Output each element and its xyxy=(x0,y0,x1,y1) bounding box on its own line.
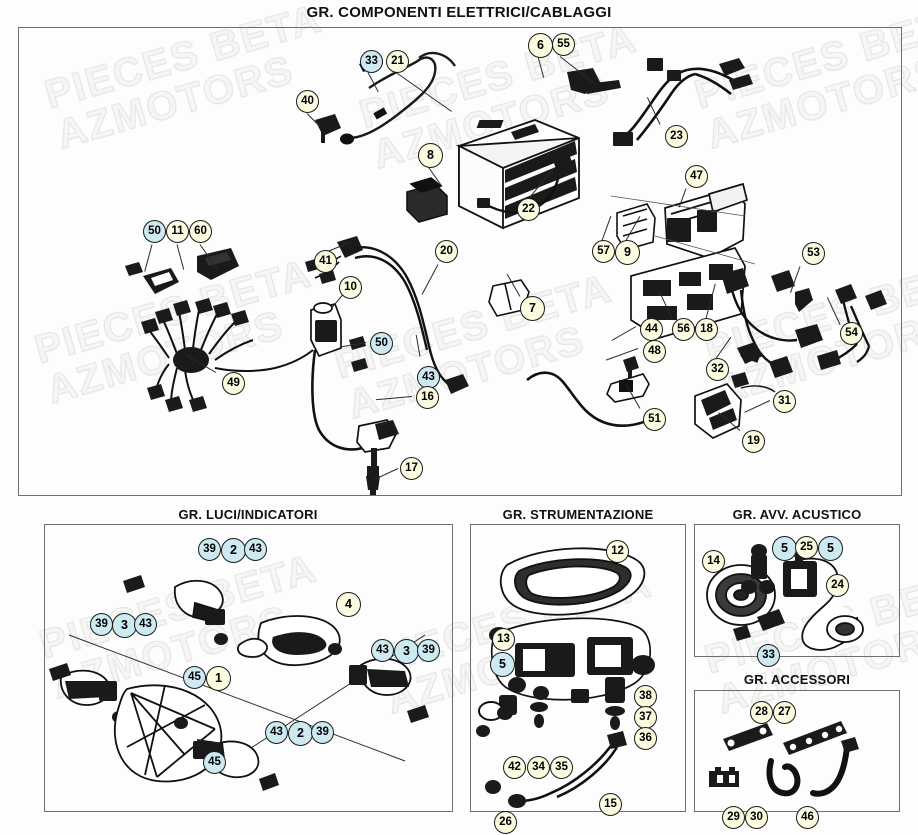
callout-46[interactable]: 46 xyxy=(796,806,819,829)
callout-6[interactable]: 6 xyxy=(528,33,553,58)
callout-41[interactable]: 41 xyxy=(314,250,337,273)
callout-19[interactable]: 19 xyxy=(742,430,765,453)
panel-accessori xyxy=(694,690,900,812)
callout-39[interactable]: 39 xyxy=(198,538,221,561)
callout-26[interactable]: 26 xyxy=(494,811,517,834)
callout-43[interactable]: 43 xyxy=(244,538,267,561)
callout-49[interactable]: 49 xyxy=(222,372,245,395)
callout-4[interactable]: 4 xyxy=(336,592,361,617)
callout-39[interactable]: 39 xyxy=(417,639,440,662)
callout-42[interactable]: 42 xyxy=(503,756,526,779)
callout-11[interactable]: 11 xyxy=(166,220,189,243)
callout-47[interactable]: 47 xyxy=(685,165,708,188)
callout-21[interactable]: 21 xyxy=(386,50,409,73)
callout-43[interactable]: 43 xyxy=(134,613,157,636)
callout-32[interactable]: 32 xyxy=(706,358,729,381)
callout-39[interactable]: 39 xyxy=(311,721,334,744)
callout-18[interactable]: 18 xyxy=(695,318,718,341)
callout-48[interactable]: 48 xyxy=(643,340,666,363)
callout-2[interactable]: 2 xyxy=(288,721,313,746)
callout-5[interactable]: 5 xyxy=(772,536,797,561)
callout-33[interactable]: 33 xyxy=(757,644,780,667)
callout-17[interactable]: 17 xyxy=(400,457,423,480)
callout-10[interactable]: 10 xyxy=(339,276,362,299)
callout-40[interactable]: 40 xyxy=(296,90,319,113)
callout-3[interactable]: 3 xyxy=(112,613,137,638)
panel-title-acustico: GR. AVV. ACUSTICO xyxy=(732,507,862,522)
callout-12[interactable]: 12 xyxy=(606,540,629,563)
callout-27[interactable]: 27 xyxy=(773,701,796,724)
callout-2[interactable]: 2 xyxy=(221,538,246,563)
elettrici-artwork xyxy=(125,51,887,495)
callout-14[interactable]: 14 xyxy=(702,550,725,573)
callout-51[interactable]: 51 xyxy=(643,408,666,431)
panel-avv-acustico xyxy=(694,524,900,657)
callout-53[interactable]: 53 xyxy=(802,242,825,265)
callout-55[interactable]: 55 xyxy=(552,33,575,56)
callout-24[interactable]: 24 xyxy=(826,574,849,597)
callout-45[interactable]: 45 xyxy=(203,751,226,774)
callout-7[interactable]: 7 xyxy=(520,296,545,321)
callout-29[interactable]: 29 xyxy=(722,806,745,829)
callout-44[interactable]: 44 xyxy=(640,318,663,341)
panel-title-accessori: GR. ACCESSORI xyxy=(743,672,851,687)
callout-15[interactable]: 15 xyxy=(599,793,622,816)
acustico-artwork xyxy=(706,544,864,651)
callout-33[interactable]: 33 xyxy=(360,50,383,73)
callout-45[interactable]: 45 xyxy=(183,666,206,689)
callout-25[interactable]: 25 xyxy=(795,536,818,559)
callout-50[interactable]: 50 xyxy=(370,332,393,355)
panel-luci-indicatori xyxy=(44,524,453,812)
callout-36[interactable]: 36 xyxy=(634,727,657,750)
callout-54[interactable]: 54 xyxy=(840,322,863,345)
luci-artwork xyxy=(49,575,429,791)
callout-56[interactable]: 56 xyxy=(672,318,695,341)
callout-50[interactable]: 50 xyxy=(143,220,166,243)
panel-componenti-elettrici xyxy=(18,27,902,496)
callout-5[interactable]: 5 xyxy=(490,652,515,677)
callout-34[interactable]: 34 xyxy=(527,756,550,779)
callout-16[interactable]: 16 xyxy=(416,386,439,409)
callout-31[interactable]: 31 xyxy=(773,390,796,413)
panel-strumentazione xyxy=(470,524,686,812)
callout-39[interactable]: 39 xyxy=(90,613,113,636)
callout-28[interactable]: 28 xyxy=(750,701,773,724)
panel-title-strumentazione: GR. STRUMENTAZIONE xyxy=(502,507,654,522)
panel-title-luci: GR. LUCI/INDICATORI xyxy=(178,507,318,522)
callout-5[interactable]: 5 xyxy=(818,536,843,561)
page-title: GR. COMPONENTI ELETTRICI/CABLAGGI xyxy=(306,4,612,21)
callout-13[interactable]: 13 xyxy=(492,628,515,651)
callout-22[interactable]: 22 xyxy=(517,198,540,221)
callout-60[interactable]: 60 xyxy=(189,220,212,243)
callout-9[interactable]: 9 xyxy=(615,240,640,265)
callout-20[interactable]: 20 xyxy=(435,240,458,263)
callout-43[interactable]: 43 xyxy=(371,639,394,662)
callout-30[interactable]: 30 xyxy=(745,806,768,829)
callout-57[interactable]: 57 xyxy=(592,240,615,263)
callout-23[interactable]: 23 xyxy=(665,125,688,148)
callout-3[interactable]: 3 xyxy=(394,639,419,664)
accessori-artwork xyxy=(709,721,859,797)
callout-38[interactable]: 38 xyxy=(634,685,657,708)
callout-8[interactable]: 8 xyxy=(418,143,443,168)
callout-1[interactable]: 1 xyxy=(206,666,231,691)
callout-35[interactable]: 35 xyxy=(550,756,573,779)
callout-37[interactable]: 37 xyxy=(634,706,657,729)
callout-43[interactable]: 43 xyxy=(265,721,288,744)
